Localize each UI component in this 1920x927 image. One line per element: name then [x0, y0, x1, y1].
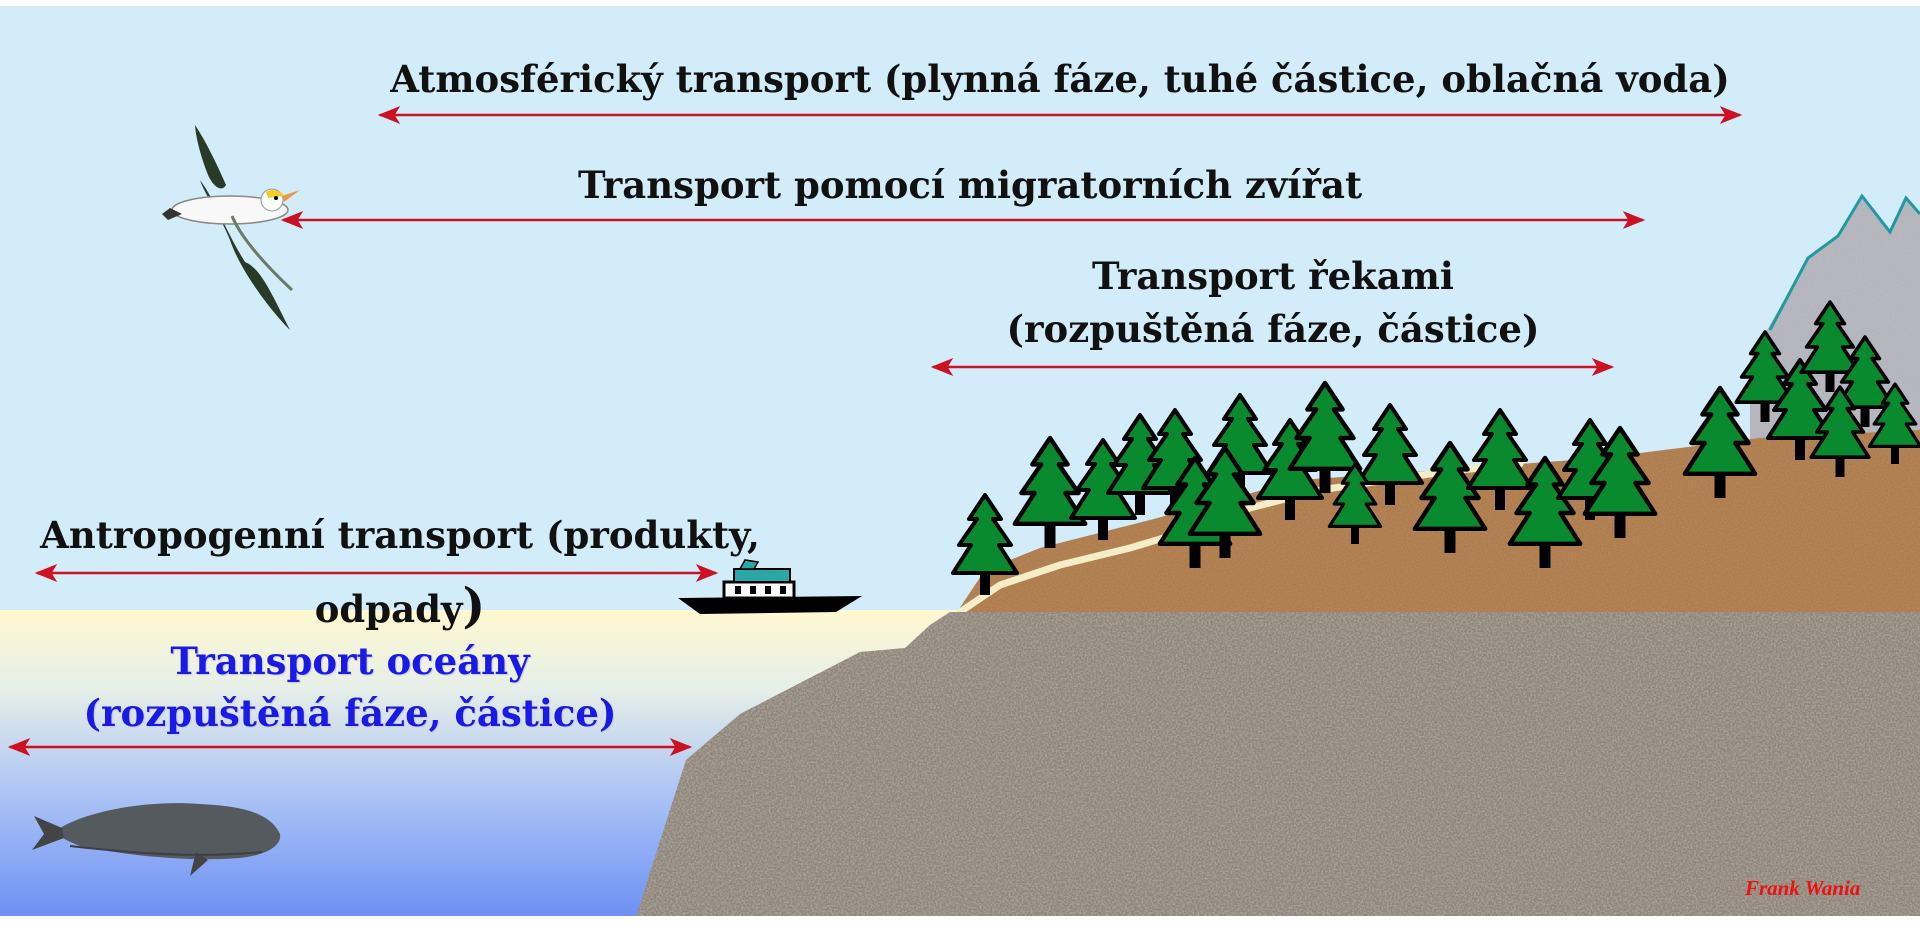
anthropogenic-paren: ): [462, 578, 486, 634]
migratory-transport-label: Transport pomocí migratorních zvířat: [577, 163, 1363, 207]
anthropogenic-line2-text: odpady: [314, 587, 463, 631]
rivers-transport-label-1: Transport řekami: [1092, 254, 1454, 298]
ocean-transport-label-1: Transport oceány: [170, 639, 530, 683]
albatross-icon: [162, 125, 300, 330]
rivers-transport-label-2: (rozpuštěná fáze, částice): [1006, 307, 1540, 351]
author-credit: Frank Wania: [1745, 876, 1861, 900]
ship-icon: [678, 559, 862, 614]
anthropogenic-transport-label-1: Antropogenní transport (produkty,: [40, 513, 760, 557]
transport-arrows: [7, 106, 1743, 756]
whale-icon: [32, 803, 281, 876]
ocean-transport-label-2: (rozpuštěná fáze, částice): [83, 691, 617, 735]
anthropogenic-transport-label-2: odpady): [30, 576, 770, 636]
rock-cliff: [636, 612, 1920, 916]
atmospheric-transport-label: Atmosférický transport (plynná fáze, tuh…: [390, 57, 1730, 101]
